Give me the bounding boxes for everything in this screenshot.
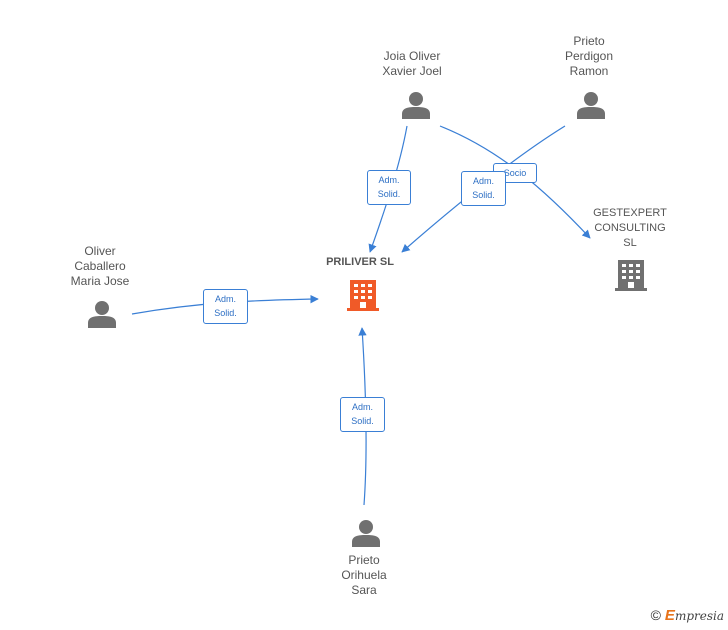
- edge-label-orihuela-priliver[interactable]: Adm. Solid.: [340, 397, 385, 432]
- edge-label-caballero-priliver[interactable]: Adm. Solid.: [203, 289, 248, 324]
- brand-name: mpresia: [674, 609, 724, 623]
- node-label-joia[interactable]: Joia Oliver Xavier Joel: [382, 49, 442, 78]
- person-icon-oliver-caballero[interactable]: [87, 300, 117, 328]
- node-label-prieto-perdigon[interactable]: Prieto Perdigon Ramon: [564, 34, 614, 78]
- person-icon-prieto-perdigon[interactable]: [576, 91, 606, 119]
- building-icon-priliver[interactable]: [346, 278, 380, 312]
- edge-label-joia-priliver[interactable]: Adm. Solid.: [367, 170, 411, 205]
- node-label-oliver-caballero[interactable]: Oliver Caballero Maria Jose: [70, 244, 130, 288]
- copyright-notice: ©Empresia: [651, 607, 724, 624]
- building-icon-gestexpert[interactable]: [614, 258, 648, 292]
- person-icon-prieto-orihuela[interactable]: [351, 519, 381, 547]
- node-label-gestexpert[interactable]: GESTEXPERT CONSULTING SL: [593, 207, 667, 249]
- edge-label-perdigon-priliver[interactable]: Adm. Solid.: [461, 171, 506, 206]
- copyright-icon: ©: [650, 607, 661, 623]
- person-icon-joia[interactable]: [401, 91, 431, 119]
- node-label-prieto-orihuela[interactable]: Prieto Orihuela Sara: [341, 553, 387, 597]
- brand-initial: E: [664, 607, 675, 624]
- node-label-priliver[interactable]: PRILIVER SL: [326, 256, 394, 268]
